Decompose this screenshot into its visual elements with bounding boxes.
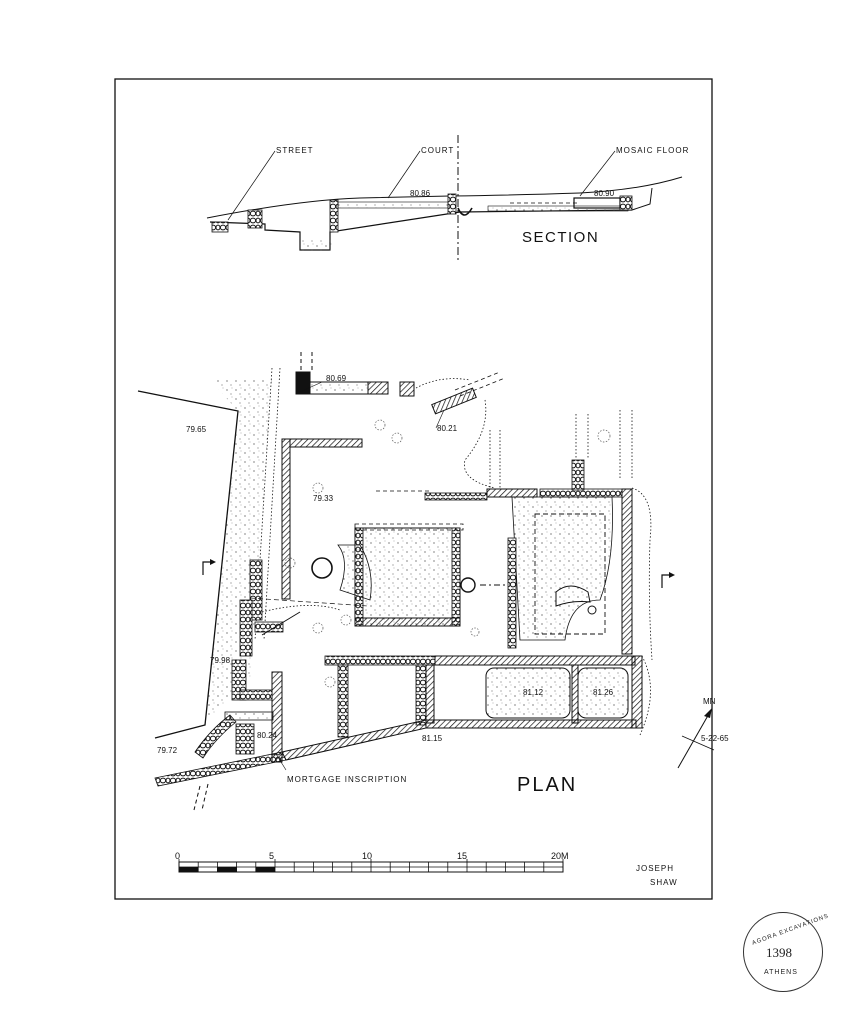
mortgage-inscription-label: MORTGAGE INSCRIPTION (287, 775, 408, 784)
plan-elevation: 80.69 (326, 374, 347, 383)
section-elevation-mosaic: 80.90 (594, 189, 615, 198)
scale-tick-label: 5 (269, 851, 275, 861)
scale-segment (255, 867, 275, 872)
plan-drawing (137, 352, 715, 811)
author-last-name: SHAW (650, 878, 678, 887)
plan-elevation: 80.24 (257, 731, 278, 740)
stamp-number: 1398 (766, 945, 792, 960)
scale-bar (178, 859, 564, 873)
plan-elevation: 80.21 (437, 424, 458, 433)
plan-elevation: 81.15 (422, 734, 443, 743)
plan-elevation: 79.98 (210, 656, 231, 665)
north-arrow-label: MN (703, 697, 716, 706)
scale-tick-label: 0 (175, 851, 181, 861)
plan-elevation: 81.26 (593, 688, 614, 697)
section-elevation-court: 80.86 (410, 189, 431, 198)
archive-stamp: AGORA EXCAVATIONS 1398 ATHENS (743, 912, 830, 992)
scale-segment (179, 867, 199, 872)
scale-segment (217, 867, 237, 872)
sheet-border (114, 78, 713, 900)
north-arrow-date: 5-22-65 (701, 734, 729, 743)
plan-elevation: 79.72 (157, 746, 178, 755)
scale-tick-label: 10 (362, 851, 373, 861)
scale-tick-label: 20M (551, 851, 569, 861)
stamp-bottom-text: ATHENS (764, 969, 798, 976)
plan-elevation: 79.65 (186, 425, 207, 434)
central-room (354, 527, 461, 627)
plan-elevation: 81.12 (523, 688, 544, 697)
section-title: SECTION (522, 229, 600, 246)
author-first-name: JOSEPH (636, 864, 675, 873)
plan-elevation: 79.33 (313, 494, 334, 503)
north-arrow-icon (677, 708, 715, 769)
section-label-street: STREET (276, 146, 314, 155)
plan-title: PLAN (517, 774, 578, 796)
section-label-mosaic-floor: MOSAIC FLOOR (616, 146, 690, 155)
scale-tick-label: 15 (457, 851, 468, 861)
section-drawing (206, 135, 683, 262)
section-label-court: COURT (421, 146, 455, 155)
